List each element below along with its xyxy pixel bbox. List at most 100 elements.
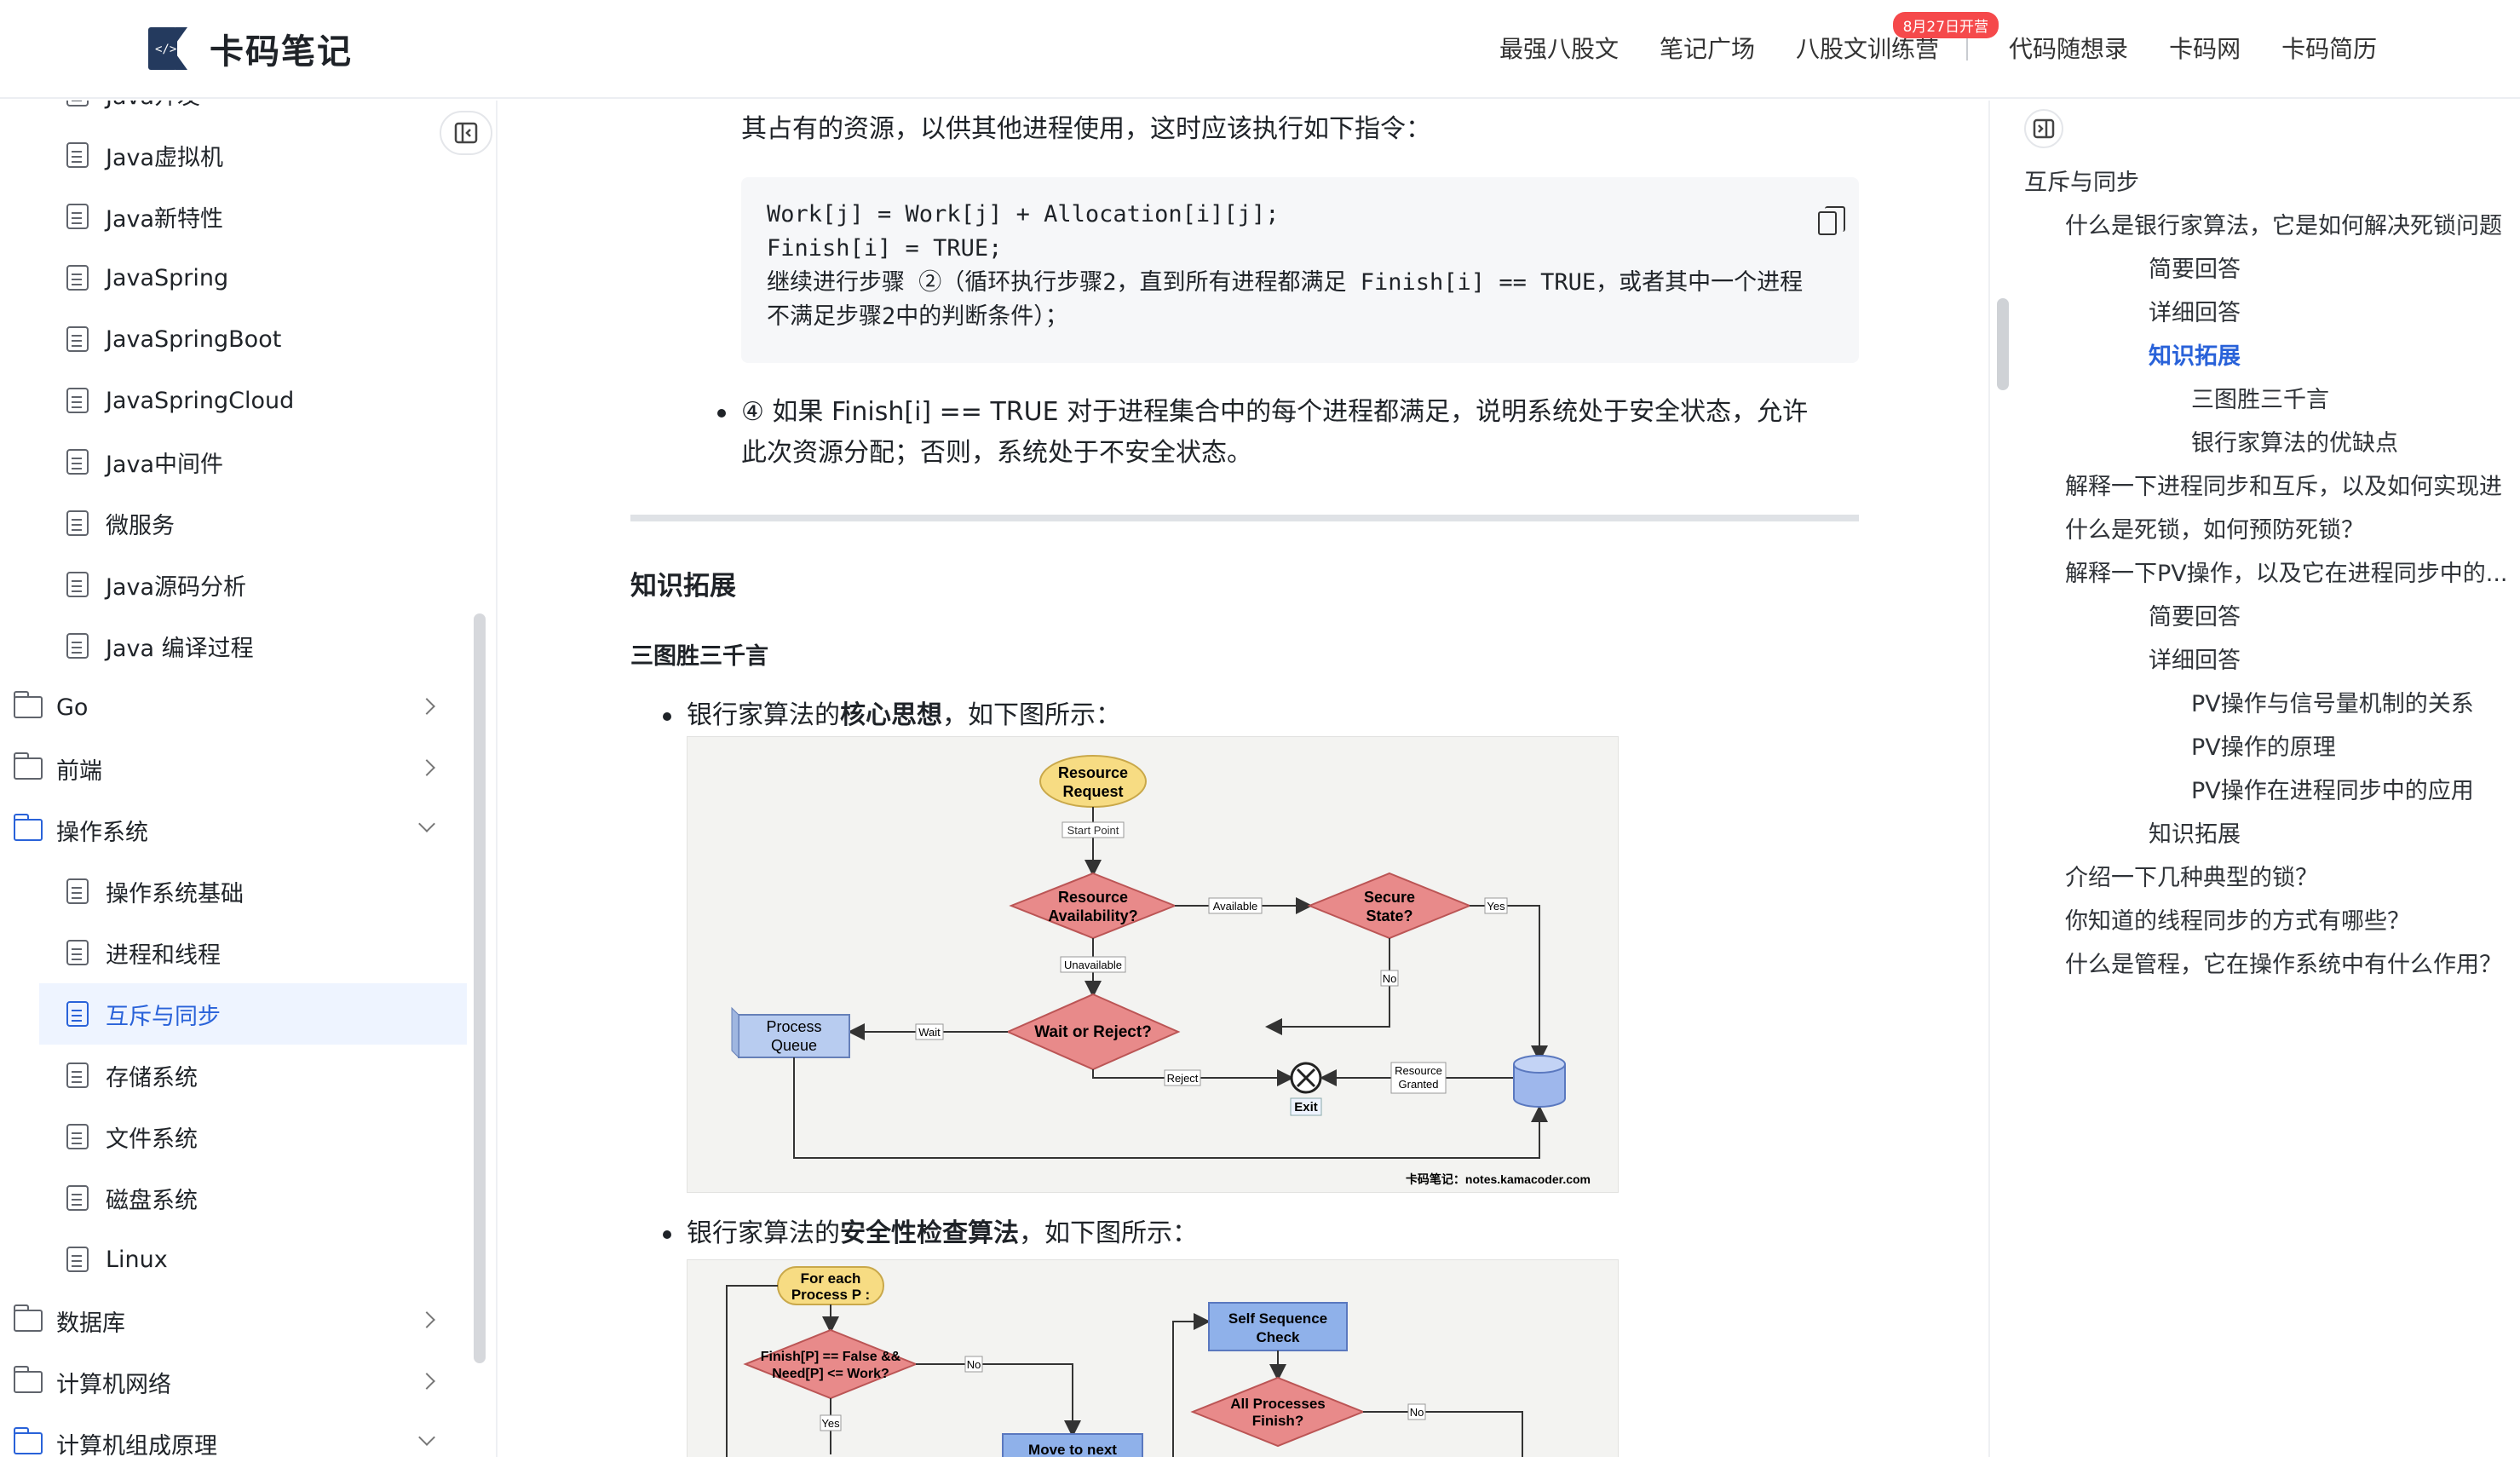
sidebar-item[interactable]: Java源码分析 [0, 554, 467, 615]
nav-training-camp[interactable]: 八股文训练营 8月27日开营 [1796, 12, 1999, 65]
sidebar-item-label: 操作系统基础 [106, 880, 244, 907]
toc-item[interactable]: 什么是管程，它在操作系统中有什么作用？ [2065, 952, 2502, 978]
sidebar-item-label: 微服务 [106, 512, 175, 539]
toc-item[interactable]: 解释一下PV操作，以及它在进程同步中的... [2065, 561, 2508, 587]
secure-diamond [1307, 872, 1472, 940]
sidebar-folder[interactable]: 数据库 [0, 1290, 467, 1351]
toc-item[interactable]: 知识拓展 [2149, 821, 2241, 848]
toc-item[interactable]: 简要回答 [2149, 604, 2241, 631]
toc-toggle-button[interactable] [2024, 109, 2063, 148]
bullet-core-suffix: ，如下图所示： [942, 700, 1121, 730]
svg-text:Move to next: Move to next [1028, 1442, 1117, 1457]
toc-item[interactable]: 详细回答 [2149, 300, 2241, 326]
sidebar-item[interactable]: Java虚拟机 [0, 124, 467, 186]
start-point-label: Start Point [1067, 824, 1119, 837]
article-content: 其占有的资源，以供其他进程使用，这时应该执行如下指令： Work[j] = Wo… [496, 101, 1990, 1457]
sidebar-item[interactable]: Java 编译过程 [0, 615, 467, 677]
toc-item[interactable]: PV操作在进程同步中的应用 [2191, 778, 2474, 804]
svg-text:Available: Available [1213, 900, 1258, 913]
document-icon [66, 1063, 89, 1088]
toc-item[interactable]: 什么是死锁，如何预防死锁？ [2065, 517, 2364, 544]
folder-open-icon [13, 1427, 43, 1454]
nav-bagu[interactable]: 最强八股文 [1499, 35, 1620, 63]
folder-icon [13, 1366, 43, 1393]
toc-item[interactable]: 三图胜三千言 [2191, 387, 2329, 413]
move-next-node [1002, 1433, 1143, 1457]
toc-item[interactable]: 银行家算法的优缺点 [2191, 430, 2398, 457]
svg-text:For each: For each [801, 1270, 861, 1287]
sidebar-item[interactable]: 操作系统基础 [0, 861, 467, 922]
sidebar-item-label: Java新特性 [106, 205, 224, 233]
bullet-safety-bold: 安全性检查算法 [840, 1218, 1019, 1248]
chevron-right-icon [418, 698, 435, 715]
toc-item[interactable]: 知识拓展 [2149, 343, 2241, 370]
toc-item[interactable]: 互斥与同步 [2024, 170, 2139, 196]
svg-text:Reject: Reject [1167, 1072, 1199, 1085]
bankers-algorithm-core-diagram: Resource Request Start Point Resource Av… [687, 736, 1619, 1193]
sidebar-item-label: 互斥与同步 [106, 1003, 221, 1030]
sidebar-tree: Java开发Java虚拟机Java新特性JavaSpringJavaSpring… [0, 101, 467, 1457]
sidebar-item[interactable]: Linux [0, 1229, 467, 1290]
sidebar-collapse-button[interactable] [440, 111, 492, 155]
content-scrollbar[interactable] [1997, 298, 2009, 390]
nav-training-camp-label: 八股文训练营 [1796, 35, 1940, 63]
svg-text:All Processes: All Processes [1230, 1396, 1326, 1412]
toc-item[interactable]: 解释一下进程同步和互斥，以及如何实现进 [2065, 474, 2502, 500]
toc-item[interactable]: 详细回答 [2149, 648, 2241, 674]
document-icon [66, 1001, 89, 1027]
top-nav: 最强八股文 笔记广场 八股文训练营 8月27日开营 代码随想录 卡码网 卡码简历 [1499, 12, 2418, 65]
sidebar-item[interactable]: 微服务 [0, 492, 467, 554]
sidebar-item-label: Java源码分析 [106, 573, 247, 601]
sidebar-folder[interactable]: 操作系统 [0, 799, 467, 861]
sidebar-item[interactable]: JavaSpring [0, 247, 467, 308]
svg-text:No: No [1410, 1406, 1424, 1419]
section-divider [630, 515, 1859, 521]
diagram-footer: 卡码笔记：notes.kamacoder.com [1406, 1172, 1591, 1186]
sidebar-item[interactable]: 存储系统 [0, 1045, 467, 1106]
toc-item[interactable]: 介绍一下几种典型的锁？ [2065, 865, 2318, 891]
sidebar-item[interactable]: JavaSpringCloud [0, 370, 467, 431]
brand-logo[interactable]: </> 卡码笔记 [147, 24, 353, 73]
sidebar-item[interactable]: Java开发 [0, 101, 467, 124]
document-icon [66, 940, 89, 965]
sidebar-folder[interactable]: 计算机网络 [0, 1351, 467, 1413]
sidebar-item[interactable]: 互斥与同步 [39, 983, 467, 1045]
sidebar-item[interactable]: 进程和线程 [0, 922, 467, 983]
nav-kamacoder[interactable]: 卡码网 [2169, 35, 2241, 63]
nav-notes-square[interactable]: 笔记广场 [1660, 35, 1756, 63]
svg-text:Process P :: Process P : [791, 1287, 870, 1303]
sidebar-scrollbar[interactable] [474, 613, 486, 1363]
folder-icon [13, 691, 43, 718]
chevron-right-icon [418, 759, 435, 776]
toc-item[interactable]: PV操作的原理 [2191, 734, 2336, 761]
sidebar-folder[interactable]: 计算机组成原理 [0, 1413, 467, 1457]
bullet-core-prefix: 银行家算法的 [687, 700, 840, 730]
copy-icon[interactable] [1818, 206, 1845, 235]
code-line: 继续进行步骤 ②（循环执行步骤2，直到所有进程都满足 Finish[i] == … [767, 269, 1804, 296]
sidebar-item[interactable]: 磁盘系统 [0, 1167, 467, 1229]
sidebar-item[interactable]: JavaSpringBoot [0, 308, 467, 370]
nav-code-thoughts[interactable]: 代码随想录 [2009, 35, 2129, 63]
sidebar-folder[interactable]: 前端 [0, 738, 467, 799]
sidebar-item[interactable]: Java中间件 [0, 431, 467, 492]
toc-item[interactable]: 你知道的线程同步的方式有哪些？ [2065, 908, 2410, 935]
svg-text:Yes: Yes [821, 1417, 840, 1430]
toc-item[interactable]: 什么是银行家算法，它是如何解决死锁问题 [2065, 213, 2502, 239]
sidebar-toggle-icon [454, 122, 478, 144]
toc-item[interactable]: 简要回答 [2149, 256, 2241, 283]
bankers-safety-check-diagram: For each Process P : Finish[P] == False … [687, 1259, 1619, 1457]
svg-text:Need[P] <= Work?: Need[P] <= Work? [772, 1367, 889, 1381]
sidebar-item[interactable]: Java新特性 [0, 186, 467, 247]
sidebar-item[interactable]: 文件系统 [0, 1106, 467, 1167]
document-icon [66, 101, 89, 107]
svg-text:Secure: Secure [1364, 889, 1415, 906]
camp-badge: 8月27日开营 [1892, 12, 1999, 38]
document-icon [66, 388, 89, 413]
list-item: 银行家算法的安全性检查算法，如下图所示： [663, 1213, 1198, 1254]
nav-resume[interactable]: 卡码简历 [2281, 35, 2378, 63]
toc-item[interactable]: PV操作与信号量机制的关系 [2191, 691, 2474, 717]
sidebar-item-label: Java虚拟机 [106, 144, 224, 171]
svg-text:No: No [967, 1358, 981, 1371]
document-icon [66, 326, 89, 352]
sidebar-folder[interactable]: Go [0, 677, 467, 738]
